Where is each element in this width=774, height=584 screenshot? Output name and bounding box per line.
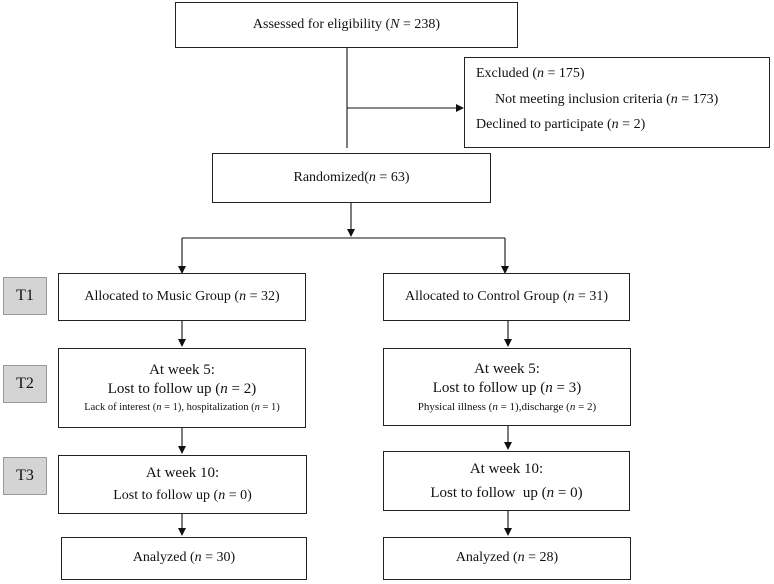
control-week5-lost: Lost to follow up (n = 3) [432,379,582,396]
music-week5-title: At week 5: [149,362,215,379]
assessed-box: Assessed for eligibility (N = 238) [175,2,518,48]
randomized-text: Randomized(n = 63) [293,169,410,185]
control-week5-title: At week 5: [474,360,540,377]
control-allocated-text: Allocated to Control Group (n = 31) [404,288,609,304]
timepoint-t1: T1 [3,277,47,315]
control-week10-lost: Lost to follow up (n = 0) [430,485,583,501]
excluded-box: Excluded (n = 175) Not meeting inclusion… [464,57,770,148]
music-week5-reasons: Lack of interest (n = 1), hospitalizatio… [84,402,280,414]
music-analyzed-text: Analyzed (n = 30) [132,550,236,566]
assessed-text: Assessed for eligibility (N = 238) [252,16,441,32]
timepoint-t2: T2 [3,365,47,403]
music-week5-lost: Lost to follow up (n = 2) [107,381,257,398]
music-week5-box: At week 5: Lost to follow up (n = 2) Lac… [58,348,306,428]
control-week5-box: At week 5: Lost to follow up (n = 3) Phy… [383,348,631,426]
music-allocated-box: Allocated to Music Group (n = 32) [58,273,306,321]
control-analyzed-box: Analyzed (n = 28) [383,537,631,580]
control-analyzed-text: Analyzed (n = 28) [455,550,559,566]
excluded-not-meeting-criteria: Not meeting inclusion criteria (n = 173) [495,92,719,107]
excluded-declined: Declined to participate (n = 2) [476,117,646,132]
music-allocated-text: Allocated to Music Group (n = 32) [84,288,280,304]
control-week10-box: At week 10: Lost to follow up (n = 0) [383,451,630,511]
music-week10-lost: Lost to follow up (n = 0) [113,488,252,504]
timepoint-t3: T3 [3,457,47,495]
control-week5-reasons: Physical illness (n = 1),discharge (n = … [417,400,597,413]
control-allocated-box: Allocated to Control Group (n = 31) [383,273,630,321]
music-analyzed-box: Analyzed (n = 30) [61,537,307,580]
music-week10-title: At week 10: [145,465,220,482]
excluded-total: Excluded (n = 175) [476,66,585,81]
music-week10-box: At week 10: Lost to follow up (n = 0) [58,455,307,514]
randomized-box: Randomized(n = 63) [212,153,491,203]
control-week10-title: At week 10: [469,461,544,477]
